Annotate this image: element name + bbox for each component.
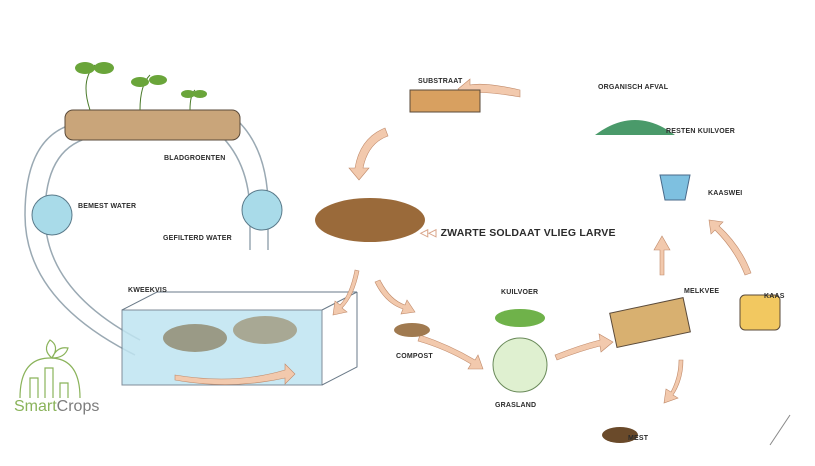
label-grasland: GRASLAND <box>495 402 537 409</box>
logo-text: SmartCrops <box>14 398 99 416</box>
label-kweekvis: KWEEKVIS <box>128 287 167 294</box>
label-substraat: SUBSTRAAT <box>418 78 463 85</box>
label-kaaswei: KAASWEI <box>708 190 743 197</box>
artist-signature <box>769 414 791 446</box>
whey-bucket-icon <box>659 174 691 201</box>
logo-crops: Crops <box>56 398 100 415</box>
label-kuilvoer: KUILVOER <box>501 289 539 296</box>
dairy-cow-icon <box>609 297 691 349</box>
silage-icon <box>495 309 545 327</box>
manure-icon <box>602 427 638 443</box>
cheese-icon <box>739 294 781 331</box>
arrows-icon: ◁◁ <box>420 227 437 239</box>
filtered-water-icon <box>241 189 283 231</box>
label-gefilterd-water: GEFILTERD WATER <box>163 235 232 242</box>
label-organisch-afval: ORGANISCH AFVAL <box>598 84 669 91</box>
flow-arrows <box>174 78 752 404</box>
label-melkvee: MELKVEE <box>684 288 720 295</box>
label-resten-kuilvoer: RESTEN KUILVOER <box>666 128 735 135</box>
substrate-tray-icon <box>409 89 481 113</box>
compost-icon <box>394 323 430 337</box>
label-bemest-water: BEMEST WATER <box>78 203 137 210</box>
larva-icon <box>315 198 425 242</box>
grassland-icon <box>492 337 548 393</box>
fertilized-water-icon <box>31 194 73 236</box>
larve-text: ZWARTE SOLDAAT VLIEG LARVE <box>440 227 616 239</box>
smartcrops-logo <box>19 339 81 399</box>
silage-pile-icon <box>595 120 675 135</box>
label-mest: MEST <box>628 435 649 442</box>
label-bladgroenten: BLADGROENTEN <box>164 155 226 162</box>
plant-tray <box>64 62 241 141</box>
logo-smart: Smart <box>14 398 57 415</box>
fish-tank <box>121 291 358 386</box>
label-zwarte-soldaat-vlieg-larve: ◁◁ZWARTE SOLDAAT VLIEG LARVE <box>420 227 616 239</box>
label-kaas: KAAS <box>764 293 785 300</box>
label-compost: COMPOST <box>396 353 433 360</box>
